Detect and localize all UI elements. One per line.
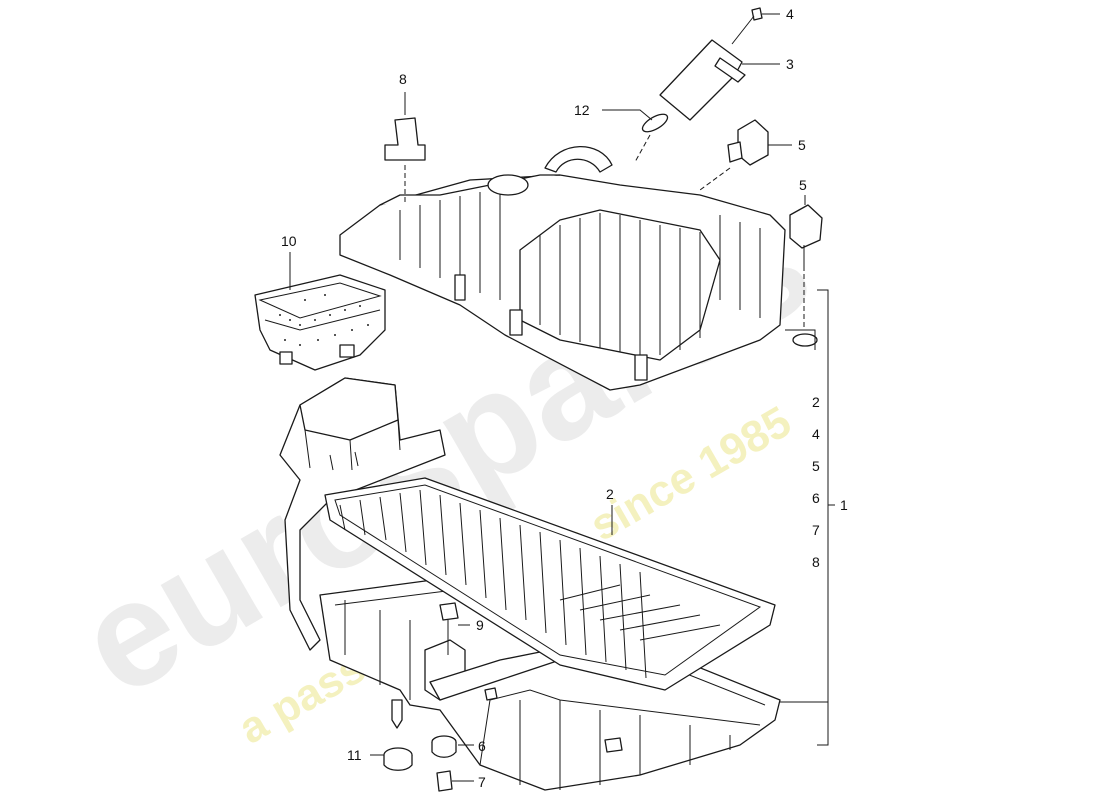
callout-4-top: 4 — [786, 6, 794, 22]
assembly-list-item: 8 — [812, 554, 820, 570]
callout-11: 11 — [347, 747, 362, 763]
screw-part-4 — [751, 7, 763, 21]
sleeve-7 — [436, 770, 453, 792]
bolt — [439, 602, 459, 621]
airbox-lid — [339, 145, 818, 391]
callouts: 4 3 8 12 5 5 10 2 9 11 6 7 1 — [281, 6, 848, 790]
assembly-list-item: 6 — [812, 490, 820, 506]
callout-7-bottom: 7 — [478, 774, 486, 790]
air-flow-sensor — [659, 39, 743, 121]
hardware — [383, 7, 823, 792]
callout-3: 3 — [786, 56, 794, 72]
airbox-lower-housing — [319, 574, 781, 791]
callout-1: 1 — [840, 497, 848, 513]
callout-8-top: 8 — [399, 71, 407, 87]
assembly-list: 2 4 5 6 7 8 — [812, 394, 820, 570]
assembly-list-item: 5 — [812, 458, 820, 474]
air-filter-element — [324, 477, 776, 691]
callout-5-a: 5 — [798, 137, 806, 153]
callout-12: 12 — [574, 102, 590, 118]
intake-duct — [279, 377, 446, 651]
callout-2-main: 2 — [606, 486, 614, 502]
assembly-lines — [404, 134, 805, 330]
assembly-list-item: 7 — [812, 522, 820, 538]
leader-lines — [289, 13, 835, 782]
retaining-clip — [384, 117, 426, 161]
assembly-list-item: 4 — [812, 426, 820, 442]
callout-10: 10 — [281, 233, 297, 249]
callout-5-b: 5 — [799, 177, 807, 193]
temp-sensor-b — [789, 204, 823, 249]
callout-6-bottom: 6 — [478, 738, 486, 754]
assembly-list-item: 2 — [812, 394, 820, 410]
callout-9: 9 — [476, 617, 484, 633]
filter-basket — [254, 274, 386, 371]
basket-perforations — [279, 294, 369, 346]
seal-ring — [641, 113, 669, 133]
screw-shank — [731, 15, 755, 45]
